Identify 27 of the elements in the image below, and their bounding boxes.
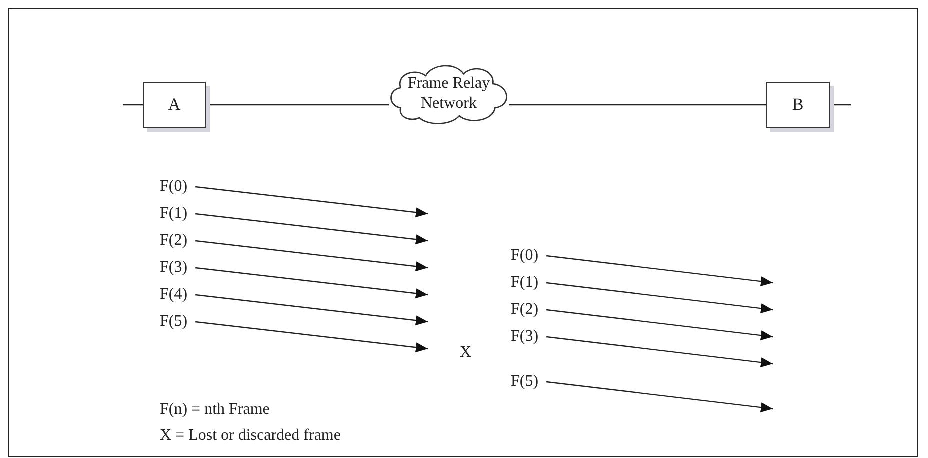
link-line (123, 104, 143, 106)
frame-label: F(5) (160, 312, 188, 332)
frame-arrow (546, 309, 774, 341)
frame-arrow (196, 186, 428, 218)
frame-arrow (196, 294, 428, 326)
frame-arrow (546, 255, 774, 287)
frame-label: F(4) (160, 285, 188, 305)
frame-label: F(3) (511, 327, 539, 347)
frame-arrow (196, 267, 428, 299)
frame-arrow (196, 240, 428, 272)
frame-label: F(3) (160, 258, 188, 278)
frame-arrow (196, 321, 428, 353)
frame-label: F(1) (160, 204, 188, 224)
frame-arrow (546, 282, 774, 314)
frame-arrow (196, 213, 428, 245)
frame-arrow (546, 336, 774, 368)
frame-label: F(2) (511, 300, 539, 320)
frame-label: F(1) (511, 273, 539, 293)
frame-label: F(5) (511, 372, 539, 392)
frame-label: F(0) (160, 177, 188, 197)
lost-mark: X (460, 343, 472, 363)
legend-note: F(n) = nth Frame (160, 400, 270, 420)
legend-note: X = Lost or discarded frame (160, 426, 341, 446)
link-line (509, 104, 766, 106)
frame-label: F(2) (160, 231, 188, 251)
frame-label: F(0) (511, 246, 539, 266)
frame-arrow (546, 381, 774, 413)
